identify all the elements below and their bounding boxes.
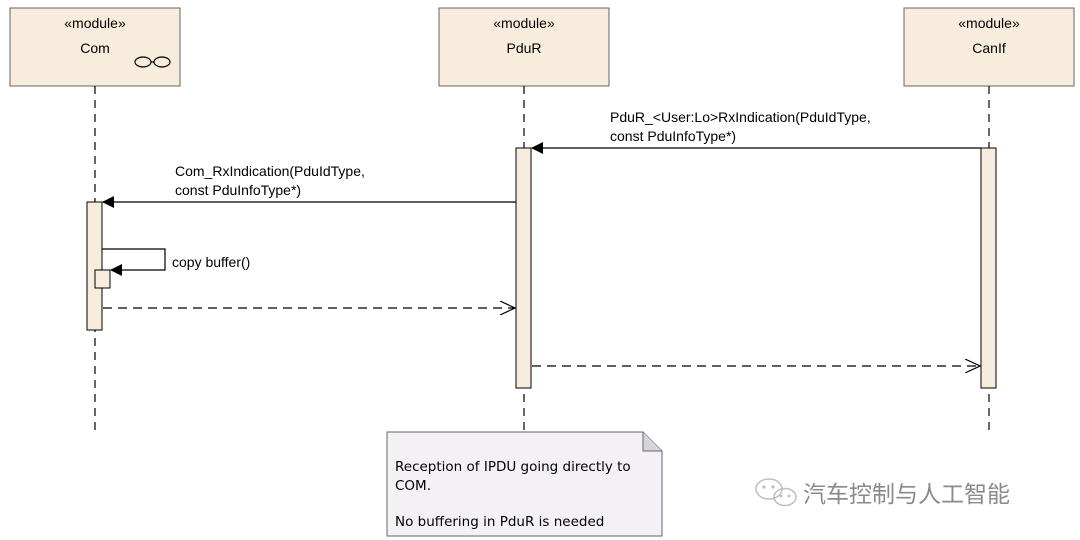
message-pdur-to-com-line2: const PduInfoType*) [175, 182, 301, 198]
message-pdur-to-com: Com_RxIndication(PduIdType, const PduInf… [102, 163, 516, 208]
message-canif-to-pdur-line2: const PduInfoType*) [610, 128, 736, 144]
participant-pdur: «module» PduR [438, 7, 610, 87]
note-line2: COM. [395, 478, 431, 494]
subsystem-icon [134, 56, 171, 68]
message-self-copy-label: copy buffer() [172, 254, 250, 270]
message-canif-to-pdur: PduR_<User:Lo>RxIndication(PduIdType, co… [531, 109, 981, 154]
pdur-stereotype: «module» [493, 15, 555, 31]
message-self-copy-buffer: copy buffer() [102, 248, 250, 276]
activation-canif [980, 147, 997, 389]
wechat-icon [755, 478, 797, 507]
activation-com-nested [94, 269, 111, 289]
canif-stereotype: «module» [958, 15, 1020, 31]
message-canif-to-pdur-line1: PduR_<User:Lo>RxIndication(PduIdType, [610, 109, 871, 125]
com-stereotype: «module» [64, 15, 126, 31]
note-line3: No buffering in PduR is needed [395, 514, 604, 530]
pdur-name: PduR [506, 40, 541, 56]
participant-canif: «module» CanIf [903, 7, 1075, 87]
message-pdur-to-com-line1: Com_RxIndication(PduIdType, [175, 163, 365, 179]
participant-com: «module» Com [9, 7, 181, 87]
watermark: 汽车控制与人工智能 [755, 478, 1010, 508]
activation-com [86, 201, 103, 331]
canif-name: CanIf [972, 40, 1006, 56]
com-name: Com [80, 40, 110, 56]
note-line1: Reception of IPDU going directly to [395, 459, 631, 475]
note: Reception of IPDU going directly to COM.… [386, 431, 663, 537]
activation-pdur [515, 147, 532, 389]
watermark-text: 汽车控制与人工智能 [803, 482, 1010, 508]
